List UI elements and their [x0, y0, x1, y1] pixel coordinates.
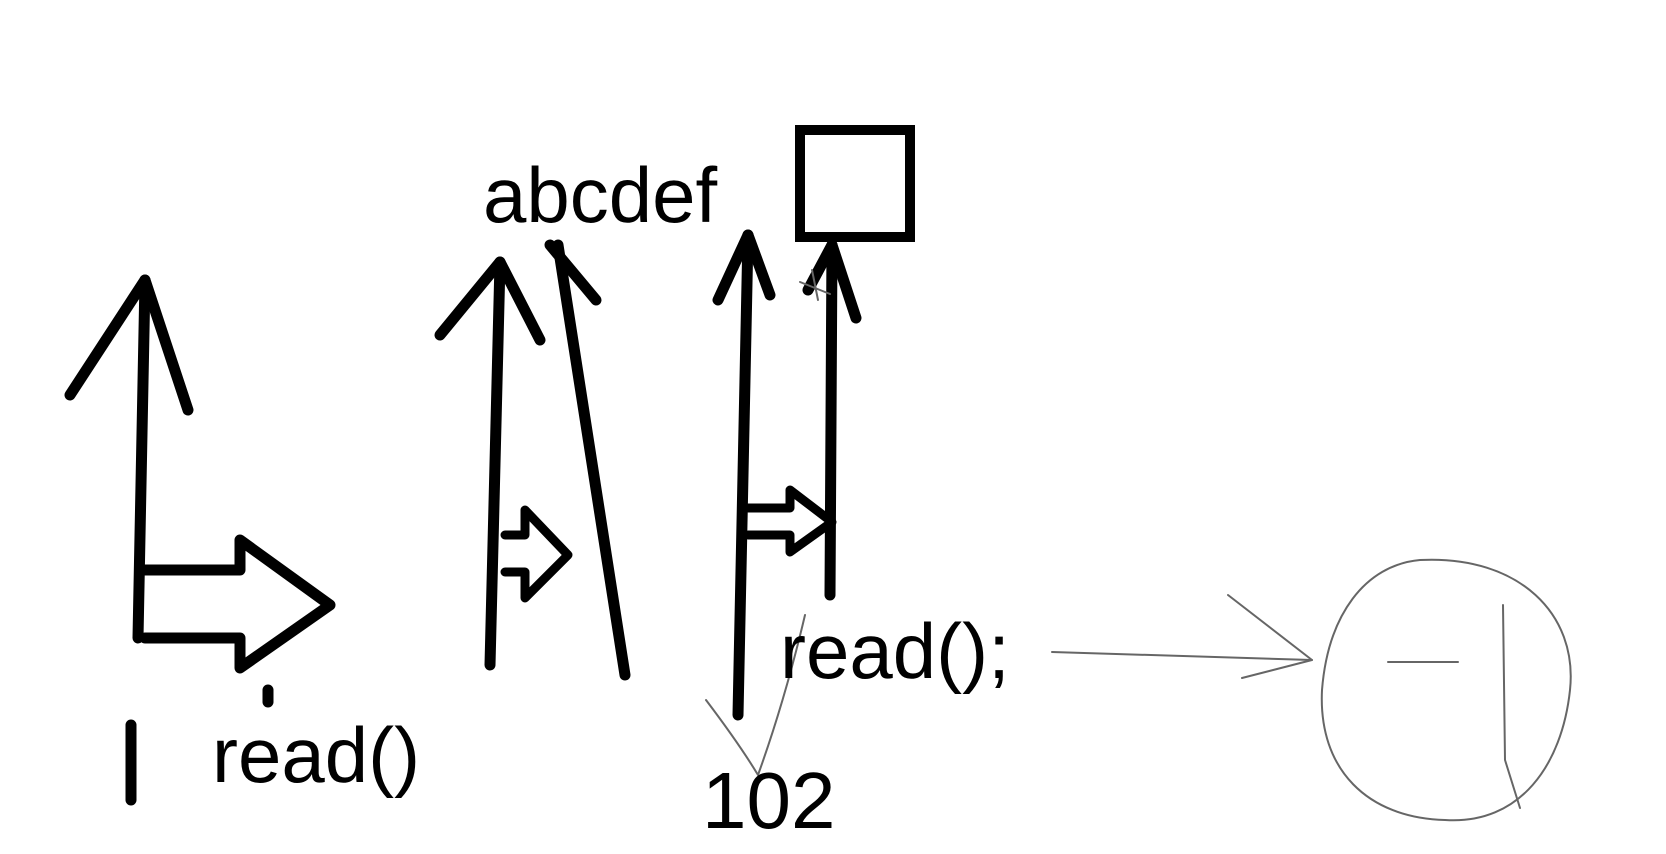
left-block-arrow — [139, 534, 336, 674]
right-block-arrow — [743, 485, 837, 557]
empty-box — [795, 125, 915, 242]
right-sketch-arrowhead — [1227, 594, 1313, 679]
middle-pointer-group — [434, 239, 631, 681]
cursor-scribble-mark — [799, 269, 831, 301]
left-pointer-arrowhead — [64, 274, 194, 416]
box-pointer-shaft — [824, 239, 838, 601]
left-pointer-group — [64, 274, 336, 806]
right-pointer-shaft — [732, 229, 754, 721]
middle-diagonal-arrowhead — [544, 239, 602, 306]
sketch-circle — [1320, 558, 1572, 822]
right-sketch-arrow-line — [1051, 651, 1313, 661]
circle-inner-stroke — [1502, 604, 1521, 809]
string-label: abcdef — [483, 151, 718, 239]
right-pointer-arrowhead — [712, 229, 776, 306]
middle-block-arrow — [500, 505, 573, 603]
middle-pointer-arrowhead — [434, 256, 546, 346]
middle-pointer-shaft — [484, 256, 506, 671]
read-mid-label: read(); — [780, 607, 1010, 695]
thin-sketch-group — [705, 558, 1572, 822]
number-label: 102 — [702, 756, 835, 845]
left-pointer-shaft — [132, 274, 151, 644]
right-pointer-group — [712, 125, 915, 721]
down-sketch-arrow — [705, 614, 806, 776]
read-left-label: read() — [212, 711, 420, 799]
middle-diagonal-shaft — [552, 239, 631, 681]
box-pointer-arrowhead — [802, 239, 862, 324]
